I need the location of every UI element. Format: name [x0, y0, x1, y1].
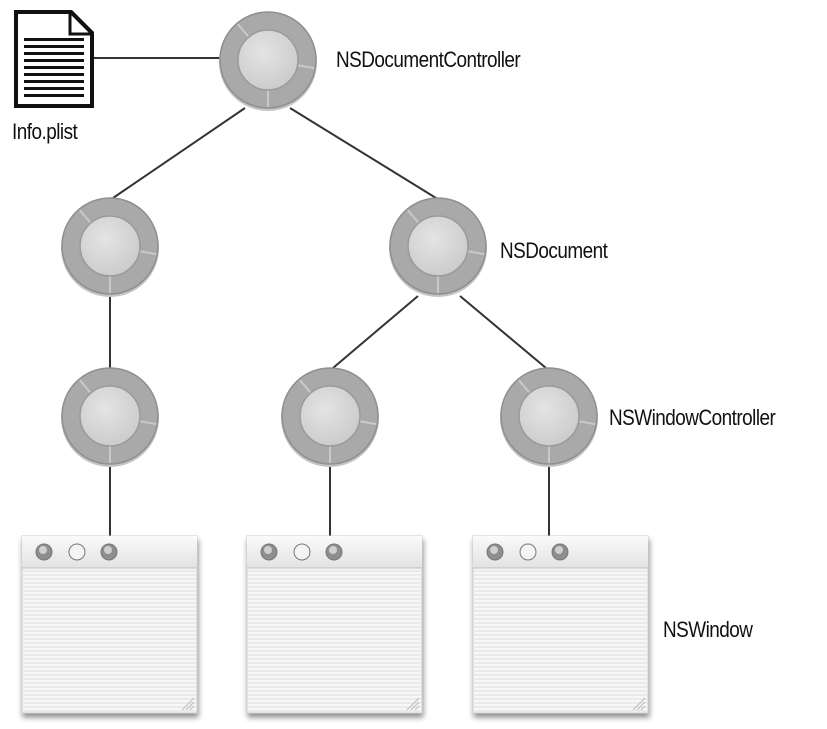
object-nodes [61, 11, 598, 467]
window-button-icon [35, 543, 53, 561]
info-plist-label: Info.plist [12, 119, 78, 144]
left-window-icon [21, 535, 198, 714]
connector-controller-to-left-branch [112, 107, 246, 199]
window-controller-label: NSWindowController [609, 405, 776, 430]
left-branch-node [61, 197, 159, 297]
right-window-controller-node [500, 367, 598, 467]
document-controller-label: NSDocumentController [336, 47, 521, 72]
document-node [389, 197, 487, 297]
resize-grip-icon [632, 697, 646, 711]
window-button-icon [260, 543, 278, 561]
window-button-icon [293, 543, 311, 561]
right-window-icon [472, 535, 649, 714]
window-label: NSWindow [663, 617, 753, 642]
connector-document-to-middle-controller [332, 295, 419, 369]
middle-window-controller-node [281, 367, 379, 467]
window-button-icon [486, 543, 504, 561]
window-button-icon [551, 543, 569, 561]
window-button-icon [325, 543, 343, 561]
window-button-icon [68, 543, 86, 561]
document-file-icon [14, 10, 94, 108]
window-button-icon [519, 543, 537, 561]
document-controller-node [219, 11, 317, 111]
connector-document-to-window-controller [459, 295, 547, 369]
window-icons [21, 535, 649, 714]
connector-controller-to-document [289, 107, 437, 199]
resize-grip-icon [406, 697, 420, 711]
left-window-controller-node [61, 367, 159, 467]
connector-lines [94, 57, 550, 538]
resize-grip-icon [181, 697, 195, 711]
middle-window-icon [246, 535, 423, 714]
document-label: NSDocument [500, 238, 608, 263]
window-button-icon [100, 543, 118, 561]
